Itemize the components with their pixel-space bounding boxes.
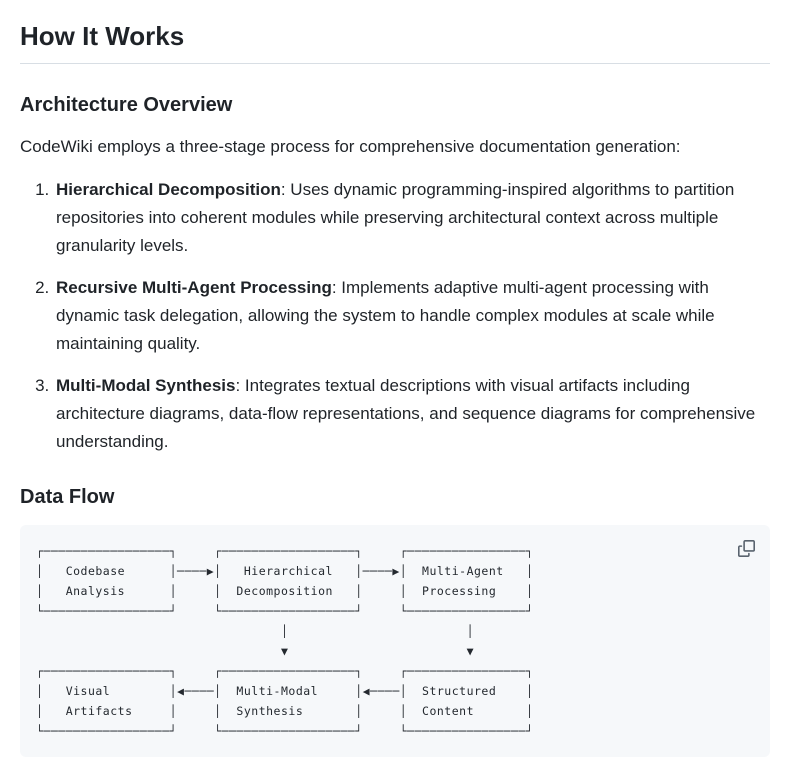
copy-button[interactable] bbox=[736, 539, 756, 559]
data-flow-heading: Data Flow bbox=[20, 485, 115, 508]
list-item: Multi-Modal Synthesis: Integrates textua… bbox=[54, 372, 770, 456]
page-title: How It Works bbox=[20, 20, 770, 64]
list-item: Recursive Multi-Agent Processing: Implem… bbox=[54, 274, 770, 358]
code-block: ┌─────────────────┐ ┌──────────────────┐… bbox=[20, 524, 770, 757]
list-item-description: : Integrates textual descriptions with v… bbox=[56, 375, 756, 451]
intro-paragraph: CodeWiki employs a three-stage process f… bbox=[20, 136, 681, 156]
list-item-description: : Implements adaptive multi-agent proces… bbox=[56, 277, 715, 353]
architecture-overview-heading: Architecture Overview bbox=[20, 93, 233, 116]
copy-icon bbox=[737, 540, 755, 558]
list-item-term: Multi-Modal Synthesis bbox=[56, 375, 236, 395]
list-item-term: Recursive Multi-Agent Processing bbox=[56, 277, 332, 297]
list-item-description: : Uses dynamic programming-inspired algo… bbox=[56, 179, 735, 255]
process-list: Hierarchical Decomposition: Uses dynamic… bbox=[20, 176, 770, 456]
list-item-term: Hierarchical Decomposition bbox=[56, 179, 281, 199]
ascii-diagram: ┌─────────────────┐ ┌──────────────────┐… bbox=[36, 543, 534, 738]
list-item: Hierarchical Decomposition: Uses dynamic… bbox=[54, 176, 770, 260]
